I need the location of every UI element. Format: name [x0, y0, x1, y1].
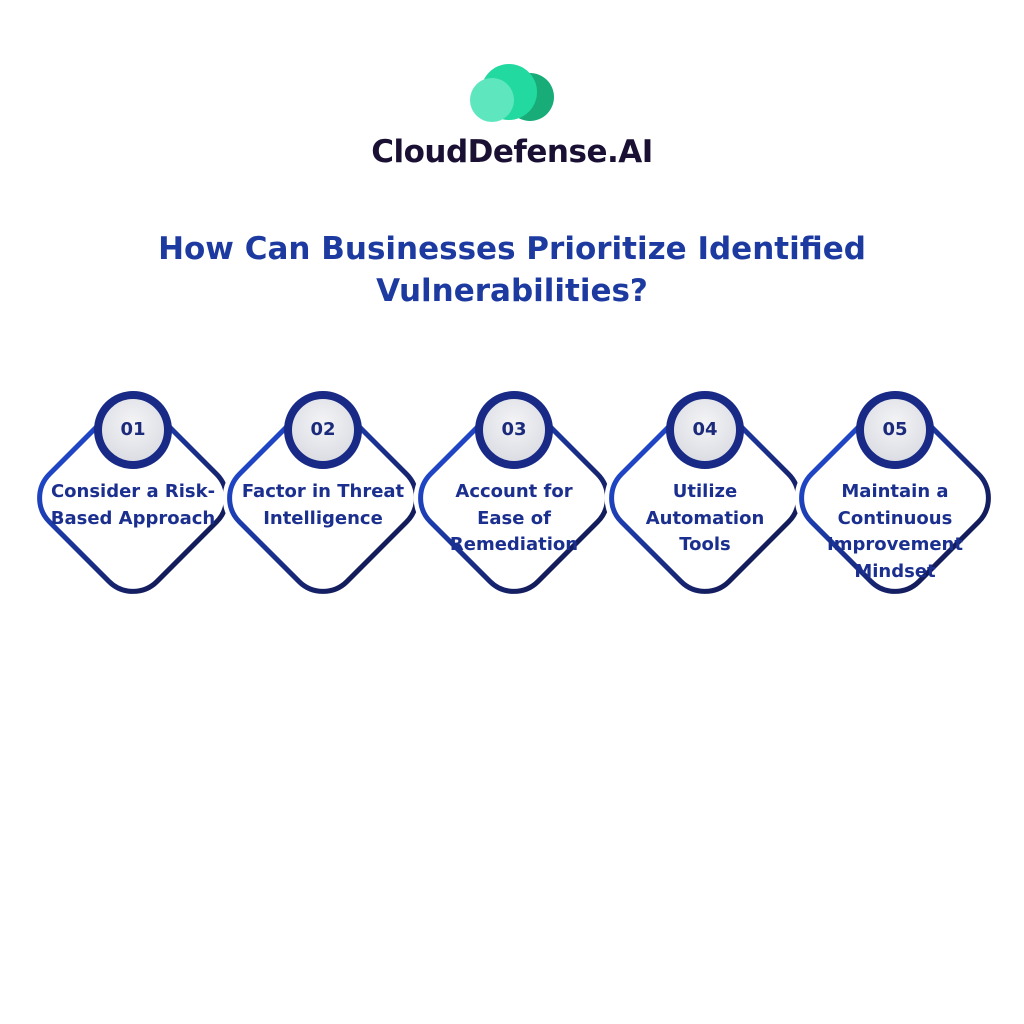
step-label: Utilize Automation Tools — [645, 481, 765, 555]
diamond-outline — [227, 402, 419, 594]
diamond-outline — [609, 402, 801, 594]
number-badge — [94, 391, 172, 469]
number-badge — [856, 391, 934, 469]
step-number: 02 — [310, 419, 336, 440]
number-badge — [284, 391, 362, 469]
brand-name: CloudDefense.AI — [371, 134, 653, 170]
step-number: 01 — [120, 419, 146, 440]
step-diamond — [794, 391, 996, 599]
step-number: 04 — [692, 419, 718, 440]
step-diamond — [222, 391, 424, 599]
step-diamond — [32, 391, 234, 599]
diamond-outline — [37, 402, 229, 594]
diamond-outline — [799, 402, 991, 594]
step-number: 03 — [501, 419, 527, 440]
step-label: Maintain a Continuous Improvement Mindse… — [827, 481, 963, 582]
step-label: Factor in Threat Intelligence — [241, 481, 405, 529]
step-diamond — [604, 391, 806, 599]
step-label: Account for Ease of Remediation — [449, 481, 579, 555]
step-label: Consider a Risk-Based Approach — [50, 481, 216, 529]
page-title: How Can Businesses Prioritize Identified… — [158, 231, 866, 309]
cloud-logo-icon — [470, 64, 554, 122]
diamond-outline — [418, 402, 610, 594]
number-badge — [475, 391, 553, 469]
step-number: 05 — [882, 419, 908, 440]
step-diamond — [413, 391, 615, 599]
number-badge — [666, 391, 744, 469]
